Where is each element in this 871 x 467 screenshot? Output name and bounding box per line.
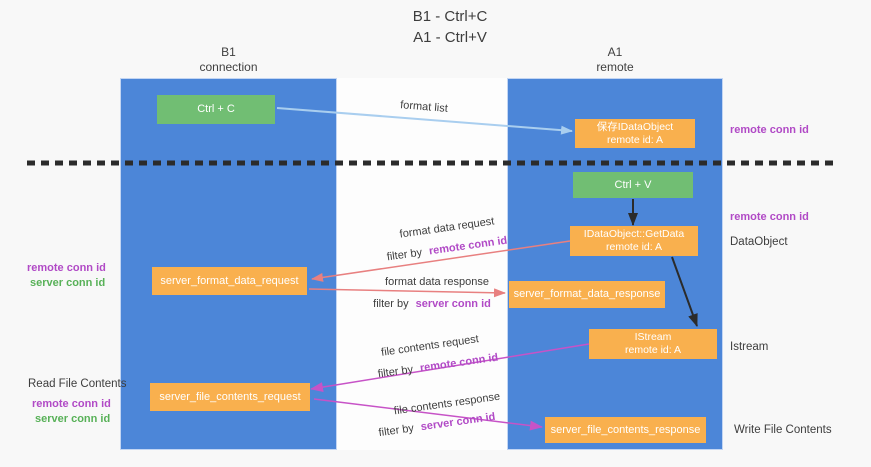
- remote-conn-id-annotation-left-2: remote conn id: [32, 398, 111, 410]
- dataobject-annotation: DataObject: [730, 236, 788, 248]
- remote-conn-id-annotation-left-1: remote conn id: [27, 262, 106, 274]
- save-idataobject-line2: remote id: A: [606, 133, 664, 146]
- format-data-response-filter-label: filter by server conn id: [373, 298, 491, 310]
- istream-annotation: Istream: [730, 341, 769, 353]
- ctrl-c-node: Ctrl + C: [157, 95, 275, 124]
- server-format-data-request-node: server_format_data_request: [152, 267, 307, 295]
- lane-b1-subtitle: connection: [199, 60, 258, 74]
- title-line-1: B1 - Ctrl+C: [412, 8, 488, 25]
- server-format-data-response-label: server_format_data_response: [513, 288, 661, 300]
- lane-header-a1: A1 remote: [507, 45, 723, 75]
- write-file-contents-annotation: Write File Contents: [734, 424, 832, 436]
- server-file-contents-request-label: server_file_contents_request: [159, 390, 301, 403]
- server-format-data-response-node: server_format_data_response: [509, 281, 665, 308]
- remote-conn-id-annotation-mid-right: remote conn id: [730, 211, 809, 223]
- title-line-2: A1 - Ctrl+V: [413, 29, 487, 46]
- remote-conn-id-annotation-top-right: remote conn id: [730, 124, 809, 136]
- server-file-contents-response-node: server_file_contents_response: [545, 417, 706, 443]
- istream-line1: IStream: [634, 331, 672, 343]
- format-data-response-label: format data response: [385, 276, 489, 288]
- istream-node: IStream remote id: A: [589, 329, 717, 359]
- lane-a1-name: A1: [607, 45, 623, 59]
- diagram-title: B1 - Ctrl+C A1 - Ctrl+V: [300, 6, 600, 48]
- lane-b1-name: B1: [221, 45, 236, 59]
- ctrl-v-label: Ctrl + V: [614, 178, 652, 191]
- idataobject-getdata-node: IDataObject::GetData remote id: A: [570, 226, 698, 256]
- lane-a1-subtitle: remote: [596, 60, 634, 74]
- getdata-line2: remote id: A: [605, 241, 663, 253]
- ctrl-v-node: Ctrl + V: [573, 172, 693, 198]
- ctrl-c-label: Ctrl + C: [197, 103, 235, 115]
- getdata-line1: IDataObject::GetData: [583, 228, 685, 240]
- server-file-contents-response-label: server_file_contents_response: [550, 423, 701, 436]
- filter-by-text: filter by: [373, 298, 409, 310]
- lane-header-b1: B1 connection: [120, 45, 337, 75]
- save-idataobject-line1: 保存IDataObject: [596, 120, 674, 133]
- server-file-contents-request-node: server_file_contents_request: [150, 383, 310, 411]
- server-conn-id-annotation-left-2: server conn id: [35, 413, 111, 425]
- server-conn-id-annotation-left-1: server conn id: [30, 277, 106, 289]
- istream-line2: remote id: A: [624, 344, 682, 356]
- save-idataobject-node: 保存IDataObject remote id: A: [575, 119, 695, 148]
- server-conn-id-text: server conn id: [415, 298, 491, 310]
- read-file-contents-annotation: Read File Contents: [28, 378, 127, 390]
- server-format-data-request-label: server_format_data_request: [160, 274, 299, 287]
